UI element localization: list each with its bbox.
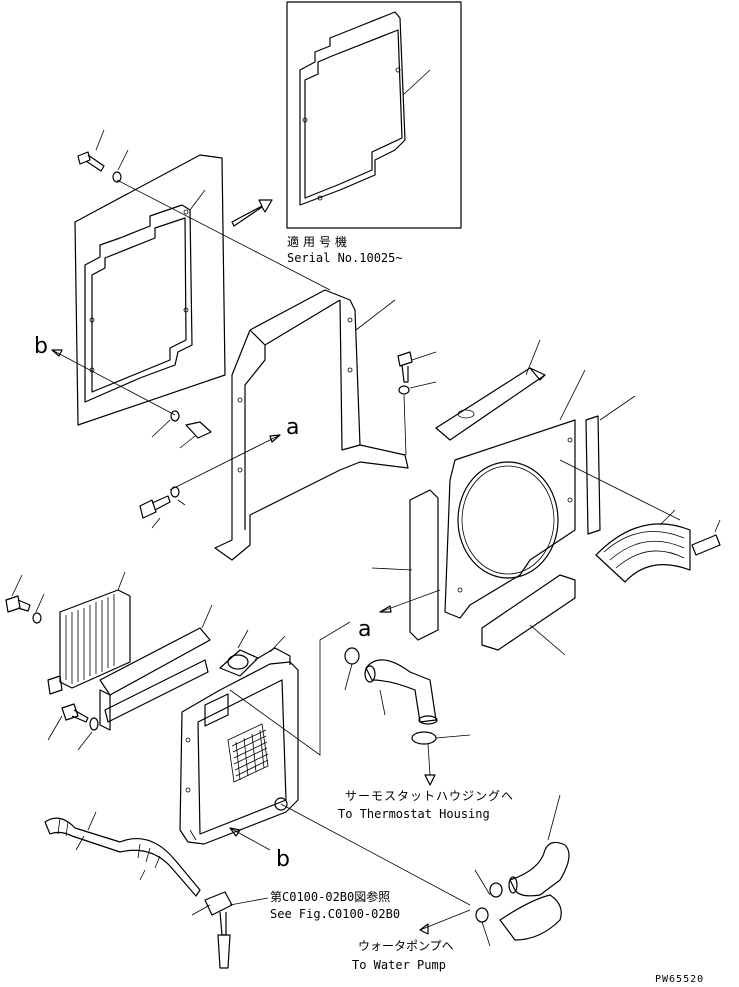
callout-b-left: b (34, 334, 48, 359)
fan-shroud (444, 369, 681, 619)
lower-hose (499, 794, 570, 941)
figure-ref-jp: 第C0100-02B0図参照 (270, 889, 390, 904)
oil-cooler (47, 571, 131, 695)
oil-cooler-bracket (99, 604, 213, 731)
serial-note-jp: 適用号機 (287, 234, 351, 249)
arrowhead-b-left (51, 349, 63, 357)
shroud-seal-top (435, 339, 546, 441)
serial-note-en: Serial No.10025~ (287, 251, 403, 265)
callout-b-bottom: b (276, 847, 290, 872)
figure-ref-en: See Fig.C0100-02B0 (270, 907, 400, 921)
arrow-b-left (51, 349, 176, 416)
callout-a-bottom: a (358, 617, 371, 642)
transition-arrow (231, 199, 273, 227)
radiator (179, 621, 351, 845)
callout-a-top: a (286, 415, 299, 440)
hose-clamp-upper-b (411, 731, 471, 786)
leader-top-left-panel (189, 189, 206, 211)
hose-clamp-upper-a (344, 647, 360, 691)
arrowhead-a-top (269, 434, 281, 443)
bolt-oil-cooler-bottom (47, 703, 99, 751)
drain-hose (44, 811, 201, 897)
shroud-seal-left (371, 489, 439, 641)
radiator-frame (214, 289, 409, 561)
water-pump-note-en: To Water Pump (352, 958, 446, 972)
shroud-seal-right (585, 395, 636, 535)
dash-line-radiator-to-pump (280, 803, 471, 906)
arrowhead-a-bottom (379, 605, 392, 613)
fan-guard (595, 509, 691, 583)
bolt-top-left (77, 129, 129, 183)
drawing-id: PW65520 (655, 974, 704, 985)
arrowhead-b-bottom (229, 827, 241, 837)
bolt-fan-guard (691, 519, 721, 556)
bolt-frame-right (397, 351, 437, 456)
thermostat-note-en: To Thermostat Housing (338, 807, 490, 821)
drain-valve (191, 891, 269, 969)
arrow-b-bottom (229, 827, 271, 851)
bolt-oil-cooler-top (5, 574, 45, 624)
arrow-a-top (169, 434, 281, 491)
bolt-panel-lower (151, 410, 212, 449)
dash-line-panel-to-frame (116, 179, 331, 291)
left-cover-panel (74, 154, 226, 426)
shroud-seal-bottom (481, 574, 576, 656)
thermostat-note-jp: サーモスタットハウジングヘ (345, 789, 514, 803)
bolt-frame-lower (139, 486, 186, 529)
hose-clamp-lower-a (474, 869, 503, 898)
inset-cover-panel (286, 1, 462, 229)
upper-hose (364, 659, 438, 725)
water-pump-note-jp: ウォータポンプヘ (358, 939, 454, 953)
hose-clamp-lower-b (419, 907, 491, 947)
